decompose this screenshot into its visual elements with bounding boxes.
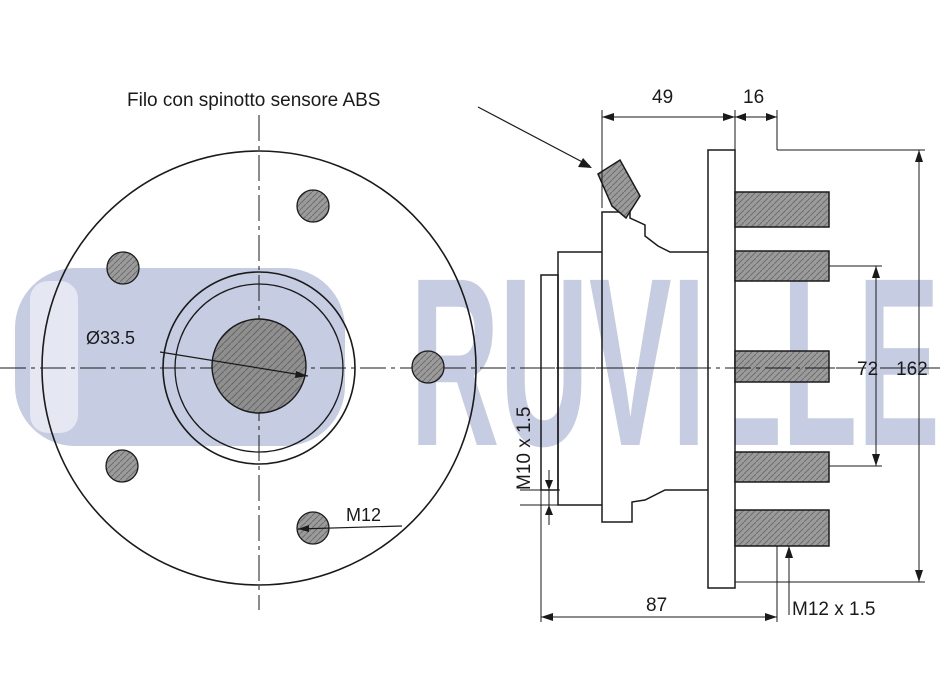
abs-leader-line bbox=[477, 106, 591, 167]
bore-leader-line bbox=[159, 351, 309, 377]
front-view bbox=[0, 115, 940, 610]
ruville-logo-text: RUVILLE bbox=[410, 228, 940, 496]
dim-87-arrow bbox=[765, 613, 777, 621]
dim-72-arrow bbox=[872, 454, 880, 466]
thread-m10-label: M10 x 1.5 bbox=[514, 407, 535, 490]
center-bore bbox=[211, 318, 307, 414]
wheel-flange bbox=[707, 149, 736, 589]
dim-16-label: 16 bbox=[743, 87, 764, 108]
dim-49-label: 49 bbox=[652, 87, 673, 108]
dim-87-label: 87 bbox=[646, 595, 667, 616]
wheel-stud bbox=[734, 191, 830, 228]
dim-49-arrow bbox=[602, 113, 614, 121]
wheel-stud bbox=[734, 451, 830, 483]
stud-hole bbox=[296, 189, 330, 223]
dim-162-label: 162 bbox=[896, 359, 928, 380]
wheel-stud bbox=[734, 350, 830, 383]
abs-sensor-label: Filo con spinotto sensore ABS bbox=[127, 90, 380, 111]
ruville-watermark: RUVILLE bbox=[15, 228, 940, 496]
dimension-lines bbox=[520, 110, 925, 622]
m12-leader-arrow bbox=[298, 525, 309, 532]
dim-49-arrow bbox=[723, 113, 735, 121]
dim-162-arrow bbox=[915, 150, 923, 162]
flange-outline bbox=[41, 150, 477, 586]
abs-sensor-body bbox=[597, 158, 641, 220]
stud-hole bbox=[106, 251, 140, 285]
abs-leader bbox=[477, 106, 592, 168]
side-view bbox=[525, 149, 860, 589]
m10-arrow bbox=[545, 480, 553, 490]
dim-16-arrow bbox=[766, 113, 777, 121]
bore-leader-arrow bbox=[295, 371, 308, 378]
hub-body-lower bbox=[601, 368, 708, 523]
wheel-stud-label: M12 bbox=[346, 505, 381, 525]
m10-arrow bbox=[545, 505, 553, 515]
dim-16-arrow bbox=[735, 113, 746, 121]
stud-hole bbox=[105, 449, 139, 483]
hub-inner-ring bbox=[174, 283, 344, 453]
bore-diameter-label: Ø33.5 bbox=[86, 328, 135, 348]
hub-outer-ring bbox=[162, 271, 356, 465]
dim-72-arrow bbox=[872, 266, 880, 278]
wheel-stud bbox=[734, 250, 830, 282]
dim-87-arrow bbox=[541, 613, 553, 621]
abs-leader-arrow bbox=[578, 158, 592, 168]
thread-m12-label: M12 x 1.5 bbox=[792, 599, 875, 620]
wheel-stud bbox=[734, 509, 830, 547]
m12-leader-line bbox=[297, 525, 403, 530]
m12-thread-arrow bbox=[785, 546, 793, 558]
hub-body-upper bbox=[601, 211, 708, 368]
stud-hole bbox=[411, 350, 445, 384]
dim-72-label: 72 bbox=[857, 359, 878, 380]
dim-162-arrow bbox=[915, 570, 923, 582]
